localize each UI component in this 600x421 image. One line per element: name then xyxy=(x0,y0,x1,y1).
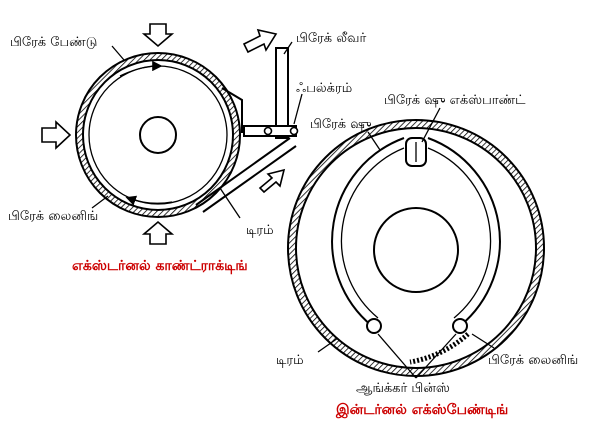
anchor-pin-left xyxy=(366,318,382,334)
leader-anchor-left xyxy=(377,333,417,379)
external-hub xyxy=(139,116,177,154)
brake-shoe-right xyxy=(427,137,501,327)
band-lower-tail xyxy=(195,137,291,206)
leader-brake-lever xyxy=(283,41,293,55)
leader-internal-lining xyxy=(471,333,495,349)
brake-shoe-right-inner xyxy=(427,147,492,319)
caption-internal: இன்டர்னல் எக்ஸ்பேண்டிங் xyxy=(335,402,508,418)
internal-brake-figure: பிரேக் ஷு எக்ஸ்பாண்ட் பிரேக் ஷு டிரம் பி… xyxy=(276,93,578,418)
caption-external: எக்ஸ்டர்னல் காண்ட்ராக்டிங் xyxy=(72,258,248,274)
leader-fulcrum xyxy=(293,93,303,125)
force-arrow-lower-right xyxy=(258,168,286,194)
anchor-pin-right xyxy=(452,318,468,334)
label-brake-lever: பிரேக் லீவர் xyxy=(296,31,366,46)
force-arrow-lever xyxy=(242,28,278,54)
label-shoe-expander: பிரேக் ஷு எக்ஸ்பாண்ட் xyxy=(384,93,526,108)
force-arrow-top xyxy=(141,23,175,48)
leader-internal-drum xyxy=(317,337,339,353)
fulcrum-pin xyxy=(263,126,273,136)
internal-hub xyxy=(373,207,459,293)
lining-arrow-top xyxy=(119,60,163,77)
leader-brake-lining xyxy=(91,195,109,209)
label-anchor-pins: ஆங்க்கர் பின்ஸ் xyxy=(356,381,450,396)
external-brake-figure: பிரேக் பேண்டு பிரேக் லீவர் ஃபல்க்ரம் பிர… xyxy=(8,23,366,274)
brake-lever xyxy=(275,47,289,139)
label-fulcrum: ஃபல்க்ரம் xyxy=(296,81,352,96)
fulcrum-pin-2 xyxy=(289,126,299,136)
leader-anchor-right xyxy=(415,333,457,379)
force-arrow-bottom xyxy=(141,220,175,245)
brake-shoe-left xyxy=(331,137,405,327)
leader-brake-band xyxy=(111,45,125,61)
lining-lower-right xyxy=(409,332,470,365)
label-brake-shoe: பிரேக் ஷு xyxy=(310,117,372,132)
label-brake-lining: பிரேக் லைனிங் xyxy=(8,209,98,224)
label-internal-lining: பிரேக் லைனிங் xyxy=(488,353,578,368)
label-drum: டிரம் xyxy=(246,223,274,238)
label-internal-drum: டிரம் xyxy=(276,353,304,368)
band-lower-tail-2 xyxy=(202,145,297,213)
label-brake-band: பிரேக் பேண்டு xyxy=(10,35,97,50)
lining-arrow-bottom xyxy=(125,195,173,206)
force-arrow-left xyxy=(41,120,72,150)
leader-drum xyxy=(219,187,241,219)
leader-brake-shoe xyxy=(367,131,381,151)
brake-shoe-left-inner xyxy=(340,147,405,319)
leader-shoe-expander xyxy=(421,107,441,143)
